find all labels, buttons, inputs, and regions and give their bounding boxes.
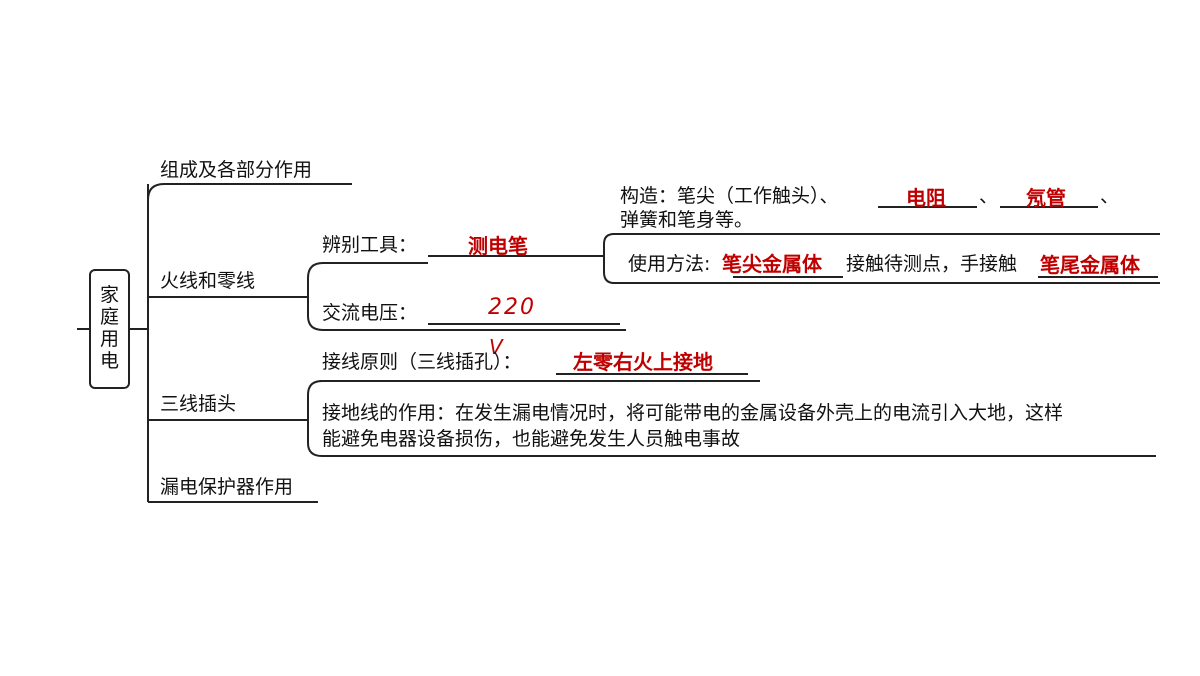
structure-answer-resistor: 电阻 [906,186,946,210]
root-node-household-electricity: 家 庭 用 电 [89,269,130,389]
branch-composition: 组成及各部分作用 [160,159,313,181]
root-char: 电 [99,349,119,372]
wiring-principle-label: 接线原则（三线插孔）： [322,351,522,373]
identify-tool-answer: 测电笔 [468,234,528,258]
structure-answer-neon-tube: 氖管 [1026,186,1066,210]
branch-three-wire-plug: 三线插头 [160,393,237,415]
wiring-principle-answer: 左零右火上接地 [573,350,713,374]
ground-wire-line2: 能避免电器设备损伤，也能避免发生人员触电事故 [322,428,741,450]
usage-middle: 接触待测点，手接触 [846,253,1018,275]
root-char: 家 [99,284,119,307]
structure-separator: 、 [979,185,999,207]
branch-live-neutral: 火线和零线 [160,270,256,292]
usage-answer-tail-metal: 笔尾金属体 [1040,253,1140,277]
ac-voltage-unit: V [489,335,505,359]
ac-voltage-value: 220 [488,295,536,320]
ac-voltage-label: 交流电压： [322,302,418,324]
ground-wire-line1: 接地线的作用：在发生漏电情况时，将可能带电的金属设备外壳上的电流引入大地，这样 [322,402,1064,424]
branch-leakage-protector: 漏电保护器作用 [160,476,294,498]
structure-prefix: 构造：笔尖（工作触头）、 [620,185,839,207]
root-char: 庭 [99,306,119,329]
structure-suffix: 、 [1100,185,1120,207]
structure-line2: 弹簧和笔身等。 [620,209,754,231]
root-char: 用 [99,328,119,350]
usage-answer-tip-metal: 笔尖金属体 [722,252,822,276]
usage-prefix: 使用方法: [628,253,711,275]
identify-tool-label: 辨别工具： [322,234,418,256]
